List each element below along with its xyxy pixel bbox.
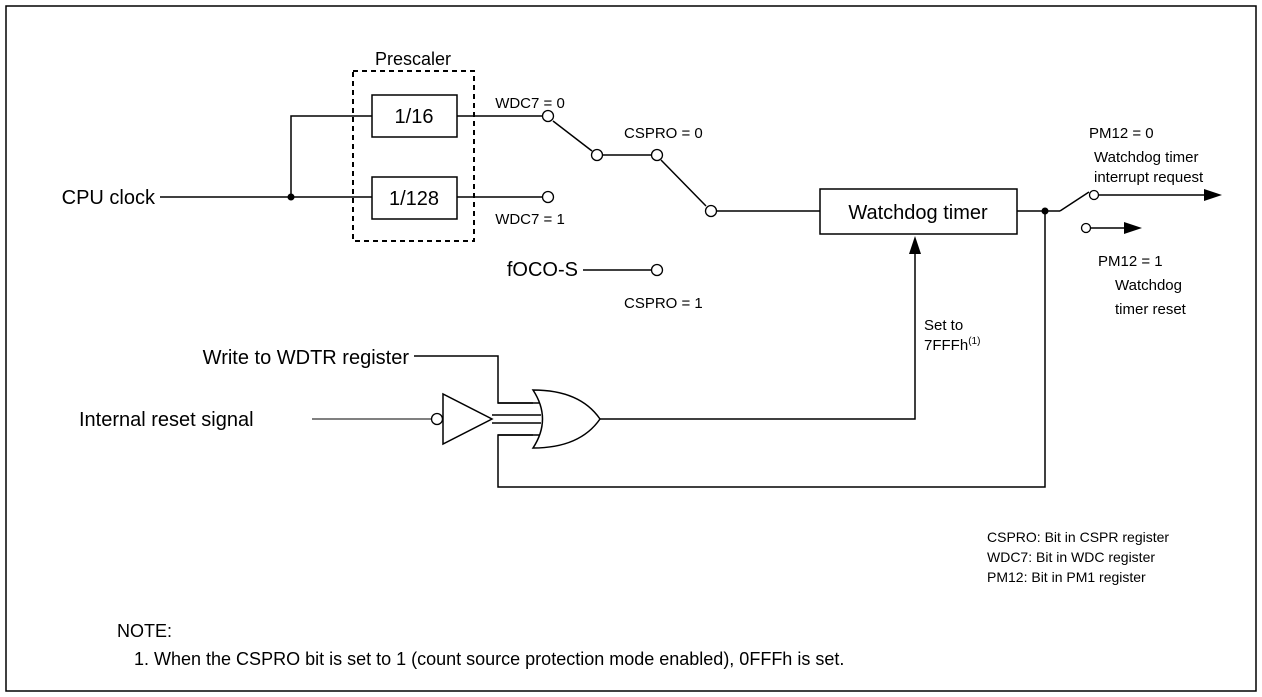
interrupt-label-line1: Watchdog timer [1094, 149, 1198, 166]
cspro-1-label: CSPRO = 1 [624, 295, 703, 312]
cspro-common-terminal [704, 204, 718, 218]
inverter-bubble [430, 412, 444, 426]
pm12-1-terminal [1080, 222, 1092, 234]
cpu-clock-wiring [160, 115, 372, 201]
pm12-0-label: PM12 = 0 [1089, 125, 1154, 142]
reset-label-line2: timer reset [1115, 301, 1187, 318]
foco-s-terminal [650, 263, 664, 277]
interrupt-label-line2: interrupt request [1094, 169, 1204, 186]
set-to-value-main: 7FFFh [924, 337, 968, 354]
watchdog-timer-label: Watchdog timer [848, 202, 988, 224]
cpu-clock-label: CPU clock [62, 187, 156, 209]
prescaler-title: Prescaler [375, 49, 451, 69]
prescaler: Prescaler 1/16 1/128 [352, 49, 475, 242]
set-to-value: 7FFFh(1) [924, 336, 980, 354]
divider-1-128-box [371, 176, 458, 220]
divider-1-128-label: 1/128 [389, 188, 439, 210]
cspro-switch-lever [660, 159, 707, 207]
inverter-gate [430, 392, 494, 446]
pm12-1-label: PM12 = 1 [1098, 253, 1163, 270]
wdc7-0-label: WDC7 = 0 [495, 95, 565, 112]
wdc7-switch-lever [552, 120, 593, 152]
note-reference: (1) [968, 336, 980, 347]
set-to-label: Set to [924, 317, 963, 334]
junction-dot [287, 193, 295, 201]
reset-label-line1: Watchdog [1115, 277, 1182, 294]
wdc7-1-terminal [541, 190, 555, 204]
pm12-switch [1017, 189, 1222, 234]
wdc7-0-terminal [541, 109, 555, 123]
figure-frame [5, 5, 1257, 692]
pm12-0-terminal [1088, 189, 1100, 201]
set-arrow-head [909, 236, 921, 254]
write-wdtr-wire [414, 355, 533, 404]
legend-cspro: CSPRO: Bit in CSPR register [987, 529, 1169, 545]
note-item-1: 1. When the CSPRO bit is set to 1 (count… [134, 649, 844, 669]
divider-1-16-label: 1/16 [395, 106, 434, 128]
wdc7-1-label: WDC7 = 1 [495, 211, 565, 228]
foco-s-label: fOCO-S [507, 259, 578, 281]
prescaler-dashed-outline [352, 70, 475, 242]
or-gate [531, 389, 601, 449]
divider-1-16-box [371, 94, 458, 138]
legend-pm12: PM12: Bit in PM1 register [987, 569, 1146, 585]
interrupt-arrow-head [1204, 189, 1222, 201]
reset-arrow-head [1124, 222, 1142, 234]
cspro-switch [650, 148, 820, 218]
wdc7-common-terminal [590, 148, 604, 162]
watchdog-timer-box [819, 188, 1018, 235]
legend-wdc7: WDC7: Bit in WDC register [987, 549, 1155, 565]
internal-reset-label: Internal reset signal [79, 409, 254, 431]
write-wdtr-label: Write to WDTR register [203, 347, 410, 369]
cspro-0-terminal [650, 148, 664, 162]
bit-legend: CSPRO: Bit in CSPR register WDC7: Bit in… [987, 529, 1169, 585]
wdc7-switch [457, 109, 651, 204]
pm12-switch-lever [1059, 191, 1090, 212]
note-heading: NOTE: [117, 621, 172, 641]
cspro-0-label: CSPRO = 0 [624, 125, 703, 142]
